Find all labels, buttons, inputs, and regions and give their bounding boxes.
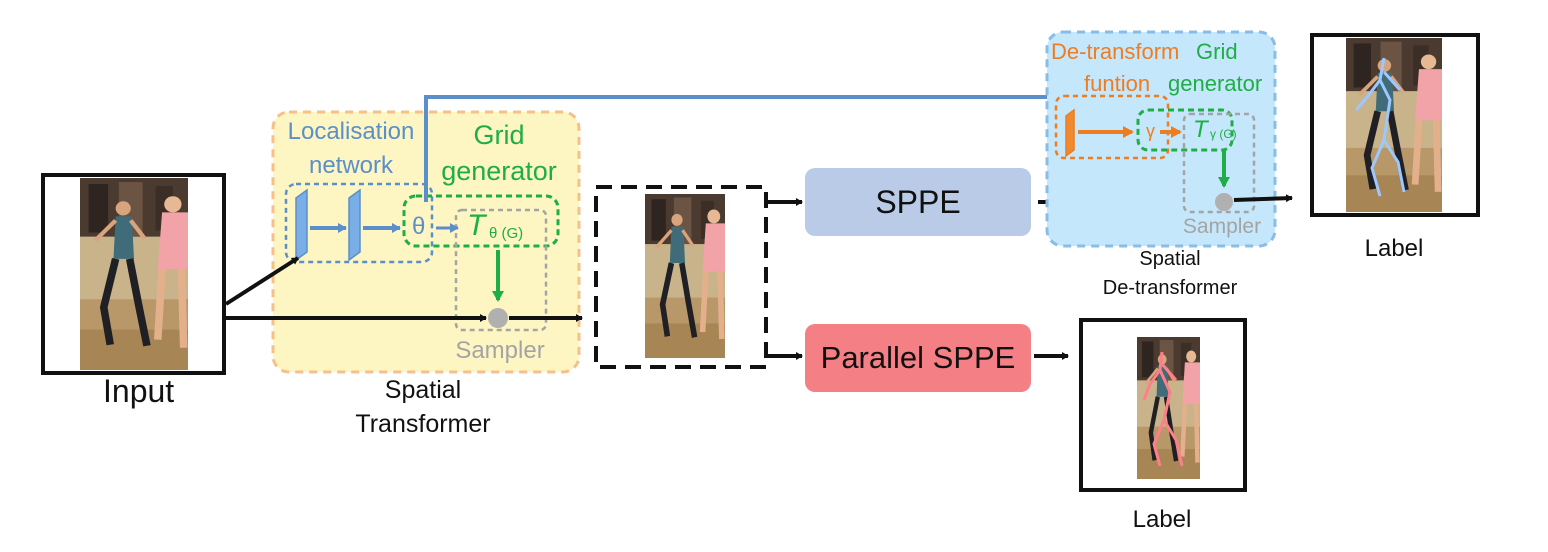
gamma-symbol: γ [1146, 121, 1155, 141]
grid-generator-label-line1: Grid [473, 120, 525, 150]
grid-generator-box [402, 194, 560, 248]
conv-layer-1 [295, 188, 308, 262]
detransform-label-line2: funtion [1084, 71, 1151, 96]
spatial-transformer-caption-line1: Spatial [384, 376, 462, 404]
detransform-grid-label-line1: Grid [1196, 39, 1238, 64]
localisation-network-box [284, 182, 434, 264]
sppe-label: SPPE [875, 184, 961, 220]
localisation-label-line2: network [308, 152, 394, 179]
conv-layer-2 [348, 188, 361, 262]
detransform-t-symbol: T [1193, 116, 1208, 143]
pose-skeleton-top-arm [1354, 57, 1386, 111]
grid-generator-label-line2: generator [441, 156, 557, 186]
pose-skeleton-bottom-leg-2 [1162, 419, 1184, 467]
detransform-function-box [1054, 94, 1170, 160]
transform-t-subscript: θ (G) [489, 225, 524, 242]
cropped-photo [645, 194, 725, 358]
input-photo [80, 178, 188, 370]
spatial-detransformer-box [1045, 30, 1277, 248]
parallel-sppe-label: Parallel SPPE [820, 340, 1016, 375]
detransform-layer [1065, 108, 1075, 158]
theta-symbol: θ [412, 213, 426, 240]
localisation-label-line1: Localisation [287, 118, 415, 145]
detransformer-to-label-arrow [1233, 194, 1293, 203]
detransform-t-subscript: γ (G) [1210, 127, 1237, 141]
sppe-box [805, 168, 1031, 236]
pose-skeleton-top-leg-2 [1382, 139, 1406, 193]
sampler-node [488, 308, 508, 328]
spatial-detransformer-caption-line2: De-transformer [1102, 277, 1238, 299]
label-bottom-photo [1137, 337, 1200, 479]
detransform-grid-label-line2: generator [1168, 71, 1263, 96]
spatial-transformer-box [271, 110, 581, 374]
label-bottom-caption: Label [1132, 506, 1192, 533]
transform-t-symbol: T [467, 209, 486, 242]
label-top-photo [1346, 38, 1442, 212]
detransform-grid-box [1136, 108, 1234, 152]
input-label: Input [103, 373, 175, 409]
detransform-sampler-node [1215, 193, 1233, 211]
parallel-sppe-box [805, 324, 1031, 392]
pose-skeleton-top-arm-2 [1382, 71, 1402, 91]
theta-bypass-arrow [424, 92, 1059, 202]
spatial-transformer-caption-line2: Transformer [355, 410, 491, 438]
pose-skeleton-bottom-arm [1142, 351, 1164, 401]
detransform-sampler-box [1182, 112, 1256, 214]
detransform-sampler-label: Sampler [1182, 215, 1262, 238]
detransform-label-line1: De-transform [1051, 39, 1180, 64]
sampler-box [454, 208, 548, 332]
input-to-localisation-arrow [224, 256, 300, 306]
spatial-detransformer-caption-line1: Spatial [1139, 248, 1201, 270]
sampler-label: Sampler [455, 337, 545, 364]
cropped-frame [594, 185, 768, 369]
pose-skeleton-bottom-arm-2 [1160, 363, 1178, 381]
label-top-caption: Label [1364, 235, 1424, 262]
